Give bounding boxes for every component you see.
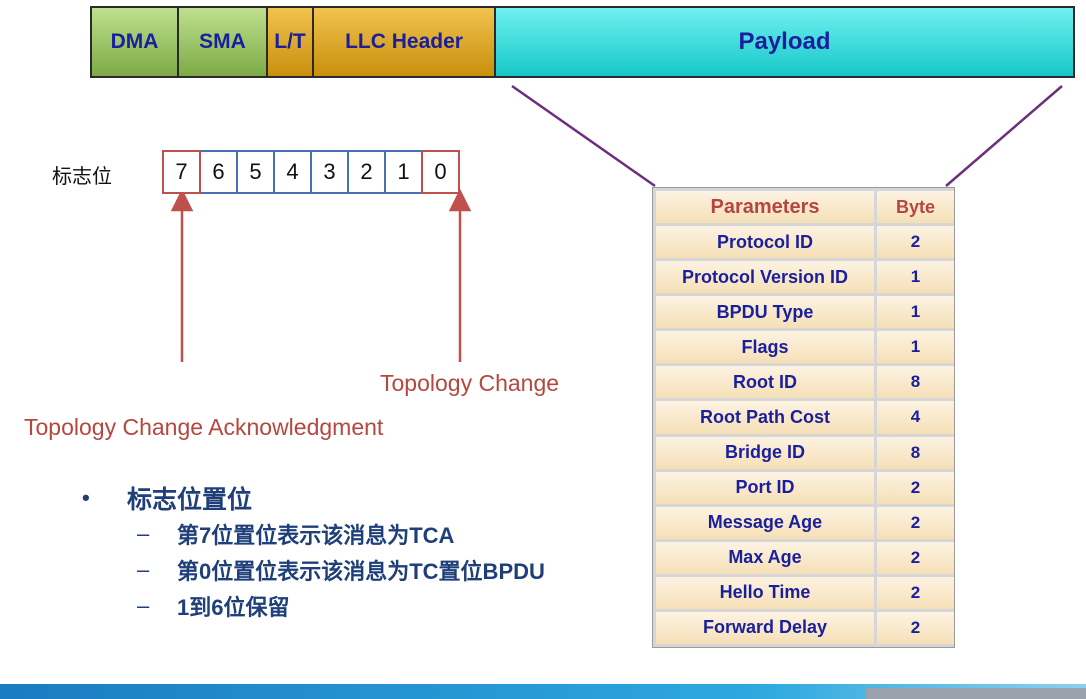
field-payload: Payload	[496, 8, 1073, 76]
table-cell-parameter: Forward Delay	[656, 611, 874, 644]
footer-band	[0, 684, 1086, 699]
bullet-sub-text: 第0位置位表示该消息为TC置位BPDU	[177, 559, 545, 584]
bullet-main-text: 标志位置位	[127, 486, 253, 514]
table-cell-parameter: Flags	[656, 331, 874, 364]
table-cell-byte: 2	[877, 471, 954, 504]
dash-icon: –	[137, 557, 150, 582]
table-cell-byte: 2	[877, 541, 954, 574]
bit-5: 5	[236, 150, 275, 194]
table-cell-parameter: Max Age	[656, 541, 874, 574]
payload-connector-right	[945, 85, 1063, 187]
table-cell-parameter: Root Path Cost	[656, 401, 874, 434]
table-cell-parameter: Hello Time	[656, 576, 874, 609]
table-cell-parameter: Bridge ID	[656, 436, 874, 469]
table-header-parameters: Parameters	[656, 191, 874, 224]
table-cell-byte: 2	[877, 576, 954, 609]
topology-change-ack-label: Topology Change Acknowledgment	[24, 414, 384, 440]
bullet-sub-text: 第7位置位表示该消息为TCA	[177, 523, 455, 548]
bullet-dot-icon: •	[82, 485, 90, 510]
table-cell-byte: 8	[877, 366, 954, 399]
topology-change-label: Topology Change	[380, 370, 560, 396]
bit-4: 4	[273, 150, 312, 194]
table-cell-byte: 1	[877, 261, 954, 294]
bullet-list: • 标志位置位 – 第7位置位表示该消息为TCA – 第0位置位表示该消息为TC…	[82, 480, 545, 624]
payload-connector-left	[511, 84, 656, 188]
field-sma: SMA	[179, 8, 268, 76]
field-lt: L/T	[268, 8, 314, 76]
table-cell-byte: 8	[877, 436, 954, 469]
dash-icon: –	[137, 593, 150, 618]
table-cell-parameter: Protocol ID	[656, 226, 874, 259]
bit-3: 3	[310, 150, 349, 194]
table-cell-parameter: Root ID	[656, 366, 874, 399]
frame-header: DMA SMA L/T LLC Header Payload	[90, 6, 1075, 78]
field-llc-header: LLC Header	[314, 8, 496, 76]
bullet-sub-text: 1到6位保留	[177, 595, 290, 620]
table-cell-parameter: Protocol Version ID	[656, 261, 874, 294]
flag-label: 标志位	[52, 166, 112, 188]
bit-6: 6	[199, 150, 238, 194]
bit-0: 0	[421, 150, 460, 194]
table-header-byte: Byte	[877, 191, 954, 224]
bullet-sub-1: – 第7位置位表示该消息为TCA	[137, 516, 545, 552]
table-cell-byte: 1	[877, 296, 954, 329]
bullet-sub-2: – 第0位置位表示该消息为TC置位BPDU	[137, 552, 545, 588]
footer-band-accent	[866, 688, 1086, 699]
bullet-sub-3: – 1到6位保留	[137, 588, 545, 624]
table-cell-parameter: Message Age	[656, 506, 874, 539]
table-cell-parameter: Port ID	[656, 471, 874, 504]
table-cell-parameter: BPDU Type	[656, 296, 874, 329]
dash-icon: –	[137, 521, 150, 546]
table-cell-byte: 1	[877, 331, 954, 364]
bit-2: 2	[347, 150, 386, 194]
table-cell-byte: 4	[877, 401, 954, 434]
bpdu-parameter-table: Parameters Byte Protocol ID 2 Protocol V…	[652, 187, 955, 648]
table-cell-byte: 2	[877, 506, 954, 539]
field-dma: DMA	[92, 8, 179, 76]
bullet-main: • 标志位置位	[82, 480, 545, 516]
bit-1: 1	[384, 150, 423, 194]
table-cell-byte: 2	[877, 226, 954, 259]
table-cell-byte: 2	[877, 611, 954, 644]
flag-bits: 7 6 5 4 3 2 1 0	[162, 150, 460, 194]
bit-7: 7	[162, 150, 201, 194]
